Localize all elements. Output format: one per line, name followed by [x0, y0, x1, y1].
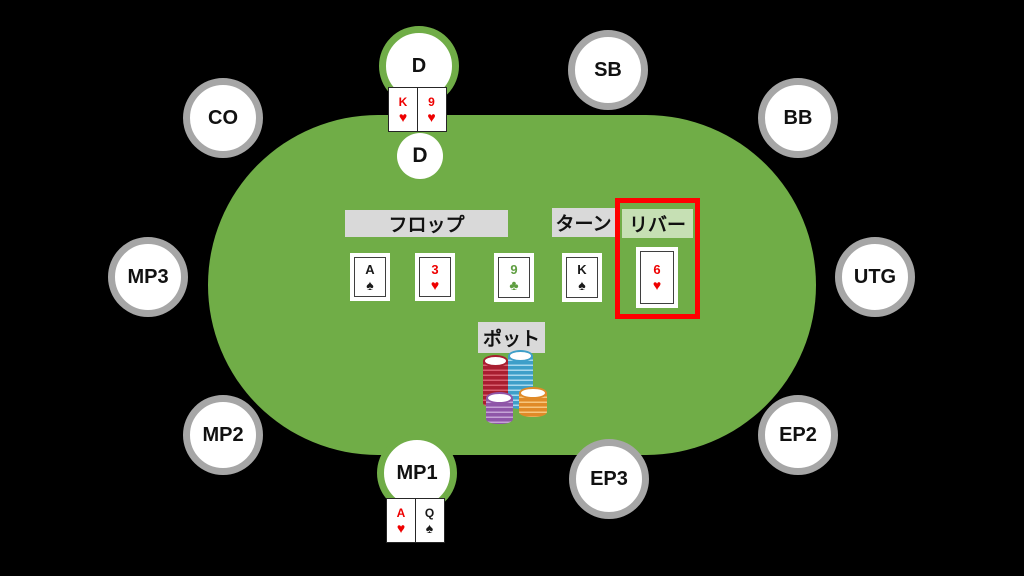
- turn-label: ターン: [552, 208, 615, 237]
- seat-utg-label: UTG: [853, 265, 897, 288]
- seat-bb-label: BB: [783, 106, 813, 129]
- dealer-button: D: [397, 133, 443, 179]
- chip-stack-top: [519, 387, 547, 399]
- seat-mp3: MP3: [108, 237, 188, 317]
- mp1-hole-cards: A ♥ Q ♠: [386, 498, 445, 543]
- heart-suit-icon: ♥: [427, 108, 436, 125]
- heart-suit-icon: ♥: [430, 276, 440, 293]
- chip-stack-top: [486, 392, 513, 404]
- seat-sb: SB: [568, 30, 648, 110]
- seat-sb-label: SB: [594, 58, 622, 81]
- seat-ep3: EP3: [569, 439, 649, 519]
- flop-label: フロップ: [345, 210, 508, 237]
- card-rank: 6: [653, 262, 661, 277]
- river-highlight-box: [615, 198, 700, 319]
- mp1-card-2: Q ♠: [414, 498, 445, 543]
- flop-card-1: A ♠: [350, 253, 390, 301]
- card-rank: K: [577, 262, 587, 277]
- seat-d-label: D: [411, 54, 427, 77]
- club-suit-icon: ♣: [509, 277, 519, 293]
- heart-suit-icon: ♥: [652, 277, 662, 293]
- card-rank: 9: [428, 94, 435, 109]
- chip-stack-top: [483, 355, 508, 367]
- flop-card-2: 3 ♥: [415, 253, 455, 301]
- card-rank: 3: [431, 261, 439, 277]
- seat-ep2-label: EP2: [779, 423, 817, 446]
- heart-suit-icon: ♥: [398, 108, 408, 125]
- turn-card: K ♠: [562, 253, 602, 302]
- spade-suit-icon: ♠: [425, 519, 434, 536]
- seat-bb: BB: [758, 78, 838, 158]
- seat-ep2: EP2: [758, 395, 838, 475]
- purple-chip-stack: [486, 392, 513, 424]
- mp1-card-1: A ♥: [386, 498, 416, 543]
- seat-mp1-label: MP1: [396, 461, 438, 484]
- seat-utg: UTG: [835, 237, 915, 317]
- spade-suit-icon: ♠: [366, 276, 374, 293]
- flop-label-text: フロップ: [388, 215, 465, 236]
- seat-co: CO: [183, 78, 263, 158]
- river-label-text: リバー: [628, 215, 686, 236]
- seat-ep3-label: EP3: [590, 467, 628, 490]
- dealer-card-1: K ♥: [388, 87, 418, 132]
- river-card: 6 ♥: [636, 247, 678, 308]
- orange-chip-stack: [519, 387, 547, 417]
- seat-co-label: CO: [208, 106, 238, 129]
- dealer-hole-cards: K ♥ 9 ♥: [388, 87, 447, 132]
- card-rank: A: [396, 505, 406, 520]
- seat-mp3-label: MP3: [127, 265, 169, 288]
- card-rank: A: [365, 261, 375, 277]
- seat-mp2-label: MP2: [202, 423, 244, 446]
- chip-stack-top: [508, 350, 533, 362]
- dealer-button-label: D: [412, 144, 428, 167]
- pot-label: ポット: [478, 322, 545, 353]
- turn-label-text: ターン: [555, 214, 612, 235]
- river-label: リバー: [622, 209, 693, 238]
- dealer-card-2: 9 ♥: [416, 87, 447, 132]
- flop-card-3: 9 ♣: [494, 253, 534, 302]
- heart-suit-icon: ♥: [396, 519, 406, 536]
- card-rank: 9: [510, 262, 518, 277]
- seat-mp2: MP2: [183, 395, 263, 475]
- spade-suit-icon: ♠: [578, 277, 586, 293]
- card-rank: Q: [424, 505, 435, 520]
- pot-label-text: ポット: [482, 329, 540, 350]
- card-rank: K: [398, 94, 408, 109]
